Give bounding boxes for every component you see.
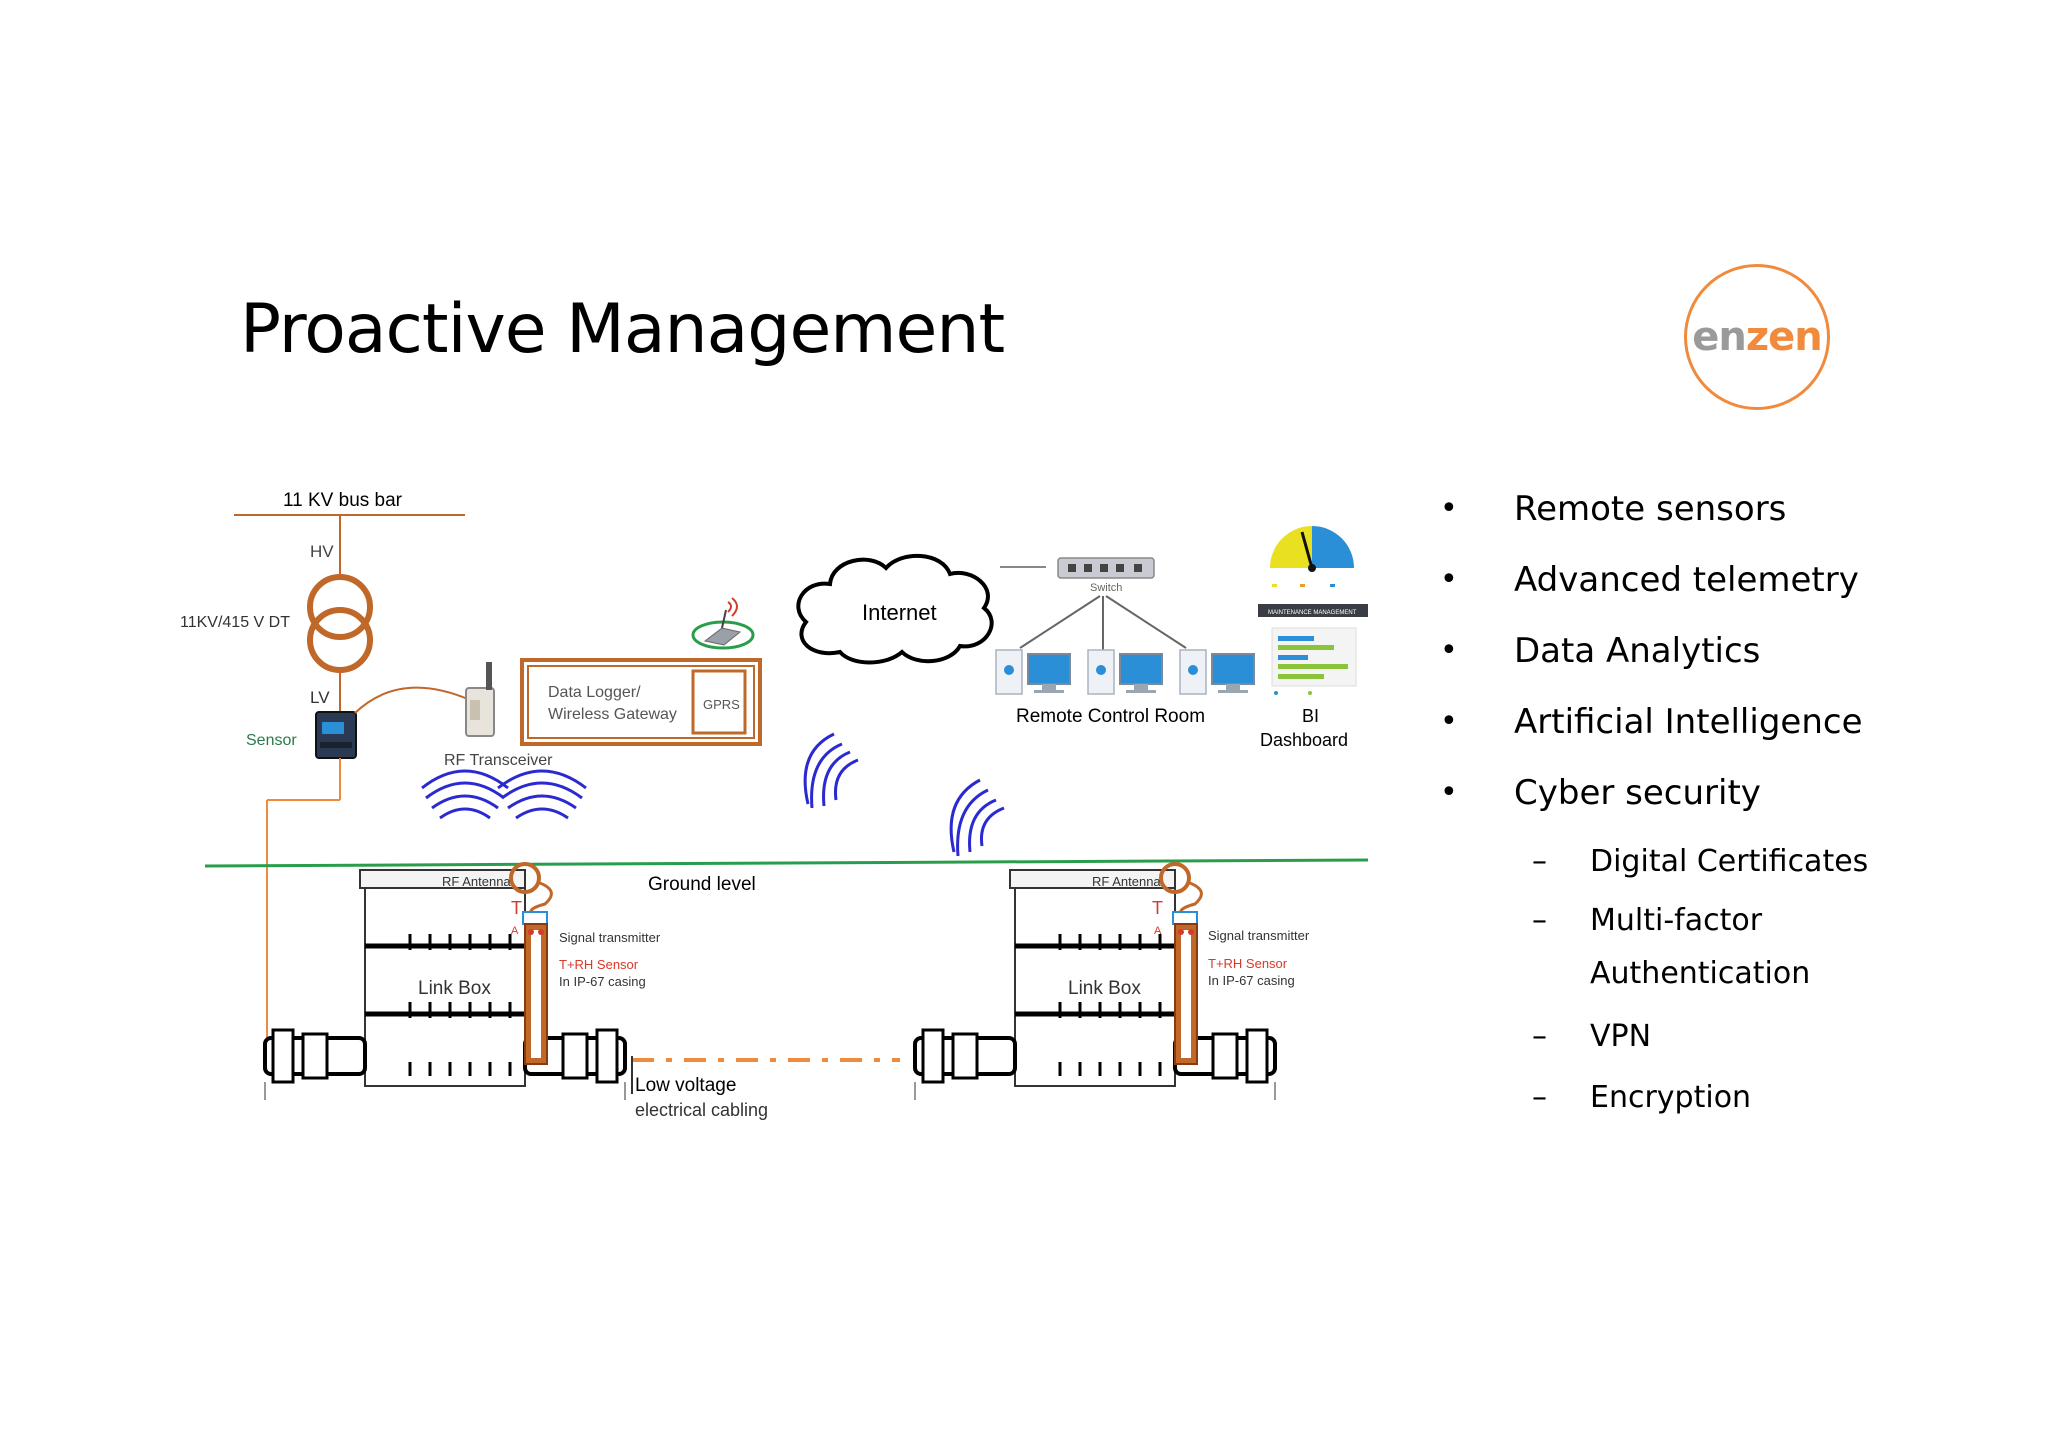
transformer-label: 11KV/415 V DT [180, 614, 290, 631]
sub-bullet-item: Encryption [1440, 1069, 1990, 1130]
computer-icon [995, 649, 1071, 695]
link-box-label: Link Box [418, 978, 491, 999]
wireless-router-icon [691, 597, 755, 650]
link-box-label: Link Box [1068, 978, 1141, 999]
wireless-waves-middle [803, 732, 859, 809]
control-room-label: Remote Control Room [1016, 706, 1205, 727]
bullet-item: Remote sensors [1440, 478, 1990, 549]
cable-label-line1: Low voltage [635, 1075, 736, 1096]
logo-text-zen: zen [1745, 314, 1823, 360]
lv-label: LV [310, 688, 330, 707]
gauge-icon [1270, 526, 1354, 587]
internet-cloud-icon [796, 553, 994, 665]
bi-label-line2: Dashboard [1260, 730, 1348, 750]
wireless-waves-left [421, 769, 587, 820]
computer-icon [1179, 649, 1255, 695]
sub-bullet-item: VPN [1440, 1008, 1990, 1069]
gprs-module [691, 669, 747, 735]
bar-chart-icon [1271, 627, 1357, 695]
sensor-label: Sensor [246, 732, 297, 749]
switch-label: Switch [1090, 582, 1122, 594]
internet-label: Internet [862, 600, 937, 625]
sensor-casing-label-line1: T+RH Sensor [559, 957, 639, 972]
data-logger-label-line2: Wireless Gateway [548, 706, 677, 723]
transformer-coil-top [307, 574, 373, 640]
page-title: Proactive Management [240, 290, 1005, 369]
sensor-meter-icon [315, 711, 357, 759]
bullet-item: Cyber security [1440, 762, 1990, 833]
sensor-casing-label-line1: T+RH Sensor [1208, 956, 1288, 971]
sub-bullet-item: Digital Certificates [1440, 833, 1990, 894]
bus-bar-label: 11 KV bus bar [283, 490, 403, 511]
a-label: A [1154, 925, 1162, 937]
bi-label-line1: BI [1302, 706, 1319, 726]
sensor-casing-label-line2: In IP-67 casing [559, 974, 646, 989]
ground-level-line [204, 858, 1369, 868]
bullet-list: Remote sensors Advanced telemetry Data A… [1440, 478, 1990, 1130]
rf-transceiver-icon [465, 662, 495, 737]
signal-transmitter-label: Signal transmitter [559, 930, 661, 945]
t-label: T [511, 898, 522, 918]
data-logger-label-line1: Data Logger/ [548, 684, 641, 701]
logo-text-en: en [1692, 314, 1747, 360]
computer-icon [1087, 649, 1163, 695]
bullet-item: Advanced telemetry [1440, 549, 1990, 620]
network-switch-icon [1057, 557, 1155, 579]
maintenance-label: MAINTENANCE MANAGEMENT [1268, 610, 1357, 616]
t-label: T [1152, 898, 1163, 918]
hv-label: HV [310, 542, 334, 561]
ground-level-label: Ground level [648, 874, 756, 895]
gprs-label: GPRS [703, 697, 740, 712]
rf-transceiver-label: RF Transceiver [444, 752, 553, 769]
rf-antenna-label: RF Antenna [442, 874, 511, 889]
rf-antenna-label: RF Antenna [1092, 874, 1161, 889]
maintenance-banner [1258, 604, 1368, 617]
a-label: A [511, 925, 519, 937]
signal-transmitter-label: Signal transmitter [1208, 928, 1310, 943]
sub-bullet-item: Multi-factor Authentication [1440, 894, 1990, 1008]
wireless-waves-right [949, 778, 1005, 857]
sensor-casing-label-line2: In IP-67 casing [1208, 973, 1295, 988]
bullet-item: Data Analytics [1440, 620, 1990, 691]
data-logger-box [520, 658, 762, 746]
bullet-item: Artificial Intelligence [1440, 691, 1990, 762]
cable-label-line2: electrical cabling [635, 1100, 768, 1120]
